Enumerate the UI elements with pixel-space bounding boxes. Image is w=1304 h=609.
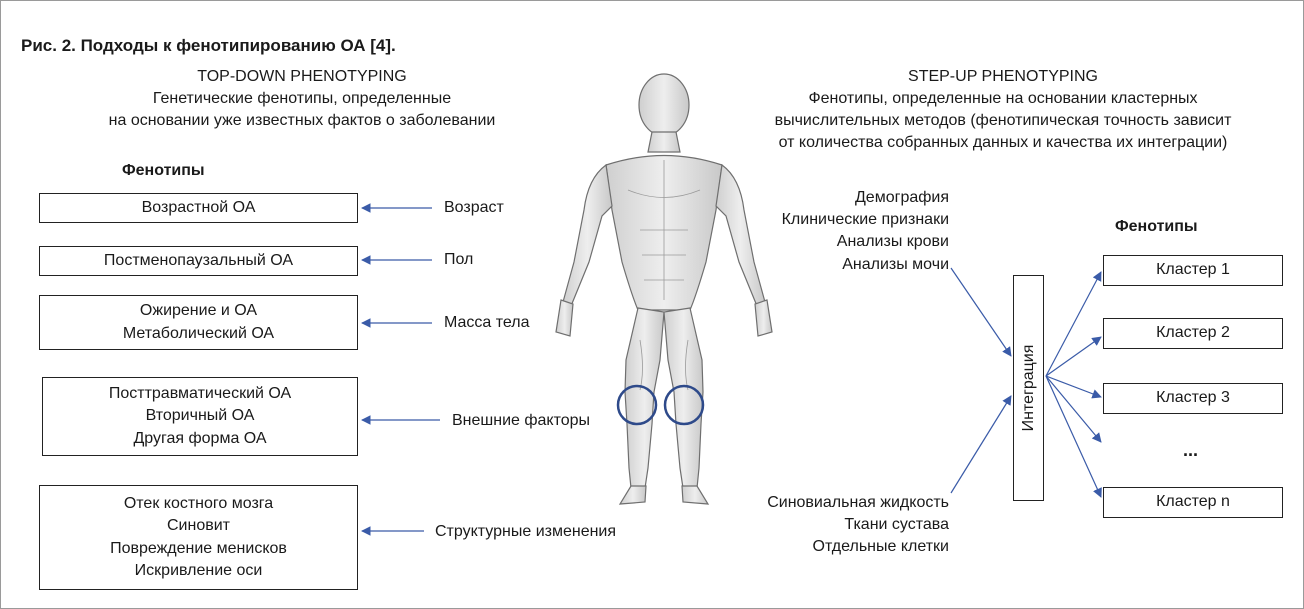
- left-arrows: [362, 208, 440, 531]
- right-arm-shape: [563, 165, 612, 306]
- arrow-cluster-2: [1046, 337, 1101, 376]
- left-foot-shape: [682, 486, 708, 504]
- right-hand-shape: [556, 300, 573, 336]
- left-hand-shape: [755, 300, 772, 336]
- right-foot-shape: [620, 486, 646, 504]
- cluster-arrows: [1046, 272, 1101, 497]
- head-shape: [639, 74, 689, 136]
- arrow-cluster-1: [1046, 272, 1101, 376]
- left-leg-shape: [664, 308, 703, 488]
- right-leg-shape: [625, 308, 664, 488]
- left-arm-shape: [716, 165, 765, 306]
- neck-shape: [648, 132, 680, 152]
- integration-arrows: [951, 268, 1011, 493]
- arrow-top-inputs: [951, 268, 1011, 356]
- arrow-bottom-inputs: [951, 396, 1011, 493]
